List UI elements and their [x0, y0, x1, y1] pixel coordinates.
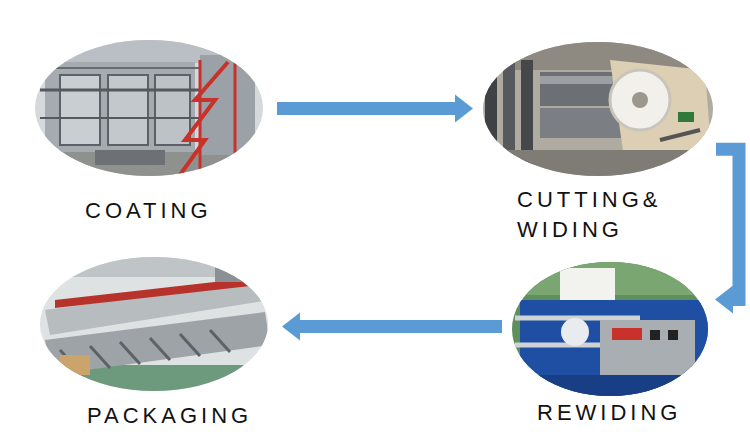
rewinding-photo-part: [520, 375, 710, 400]
packaging-photo-part: [120, 342, 140, 364]
cutting-photo-part: [503, 60, 515, 180]
process-node: PACKAGING: [40, 257, 272, 431]
rewinding-photo-part: [520, 300, 710, 400]
coating-photo-part: [199, 60, 202, 175]
packaging-photo-part: [180, 334, 200, 356]
coating-photo-part: [200, 55, 255, 155]
coating-photo-part: [30, 38, 270, 183]
packaging-photo-part: [38, 255, 273, 395]
cutting-photo-part: [632, 92, 648, 108]
cutting-photo-part: [660, 130, 700, 140]
rewinding-photo-part: [650, 330, 660, 340]
rewinding-photo-part: [600, 320, 695, 380]
coating-photo-part: [155, 75, 190, 145]
process-node: REWIDING: [512, 262, 712, 428]
rewinding-photo-part: [561, 318, 589, 346]
cutting-photo-part: [480, 40, 716, 70]
coating-photo-part: [60, 75, 100, 145]
coating-photo-part: [108, 75, 148, 145]
cutting-photo-part: [610, 60, 712, 165]
step-label: CUTTING& WIDING: [517, 185, 687, 245]
rewinding-photo-part: [510, 260, 710, 400]
coating-photo-part: [234, 60, 237, 175]
rewinding-photo: [510, 260, 710, 400]
packaging-photo-part: [150, 338, 170, 360]
cutting-photo: [480, 40, 716, 180]
cutting-photo-part: [485, 60, 497, 180]
rewinding-photo-part: [612, 328, 642, 340]
step-label: REWIDING: [537, 398, 708, 428]
packaging-photo-part: [55, 278, 250, 308]
cutting-photo-part: [678, 112, 694, 122]
packaging-photo: [38, 255, 273, 395]
coating-photo-part: [30, 150, 270, 185]
coating-photo: [30, 38, 270, 185]
cutting-photo-part: [480, 150, 716, 180]
flow-arrow: [277, 102, 455, 115]
coating-photo-part: [30, 38, 270, 63]
coating-photo-part: [45, 62, 195, 152]
packaging-photo-part: [60, 355, 90, 375]
packaging-photo-part: [90, 346, 110, 368]
step-label: COATING: [85, 196, 263, 226]
process-node: CUTTING& WIDING: [483, 42, 713, 245]
packaging-photo-part: [45, 312, 270, 375]
packaging-photo-part: [210, 330, 230, 352]
cutting-photo-part: [480, 40, 716, 180]
coating-photo-part: [180, 62, 228, 175]
packaging-photo-part: [38, 255, 273, 277]
cutting-photo-part: [610, 70, 670, 130]
flow-arrow: [716, 149, 739, 299]
packaging-photo-part: [215, 262, 250, 282]
rewinding-photo-part: [668, 330, 678, 340]
process-node: COATING: [35, 40, 267, 226]
coating-photo-part: [95, 150, 165, 165]
flow-arrow: [300, 320, 502, 333]
step-label: PACKAGING: [87, 401, 268, 431]
